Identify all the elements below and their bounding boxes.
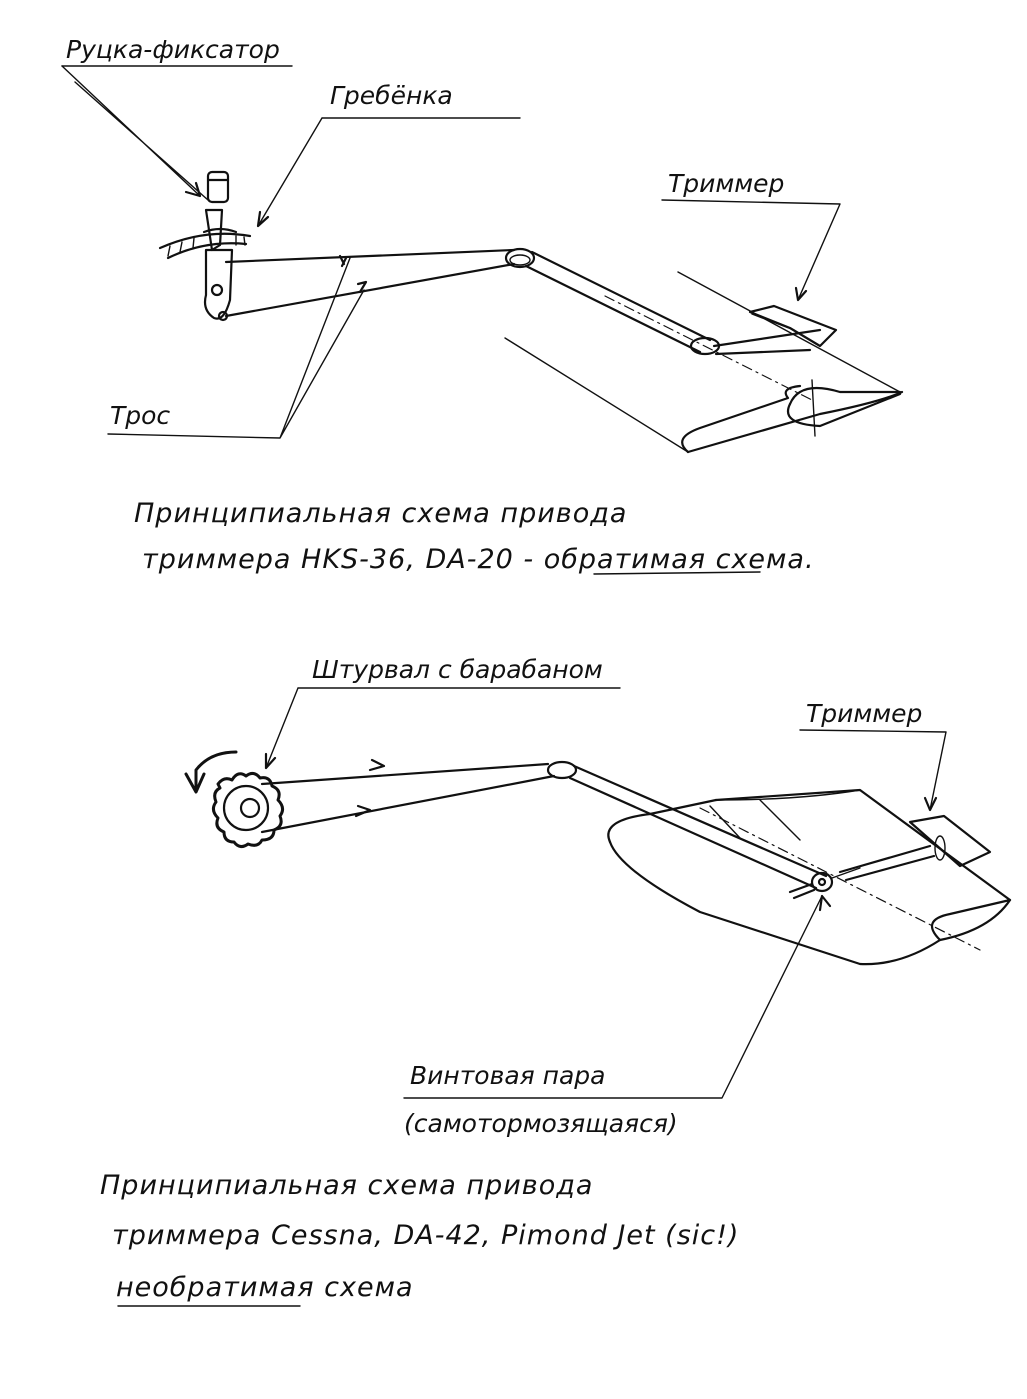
caption-2-line1: Принципиальная схема привода [100, 1170, 593, 1201]
cable-upper [224, 248, 516, 264]
leader-cable [107, 257, 365, 439]
caption-1-line1: Принципиальная схема привода [134, 498, 627, 529]
leader-trimmer-1 [661, 199, 841, 301]
trim-rod [712, 328, 822, 356]
label-wheel: Штурвал с барабаном [312, 655, 603, 684]
cable-run [524, 250, 712, 354]
arrowhead-comb [256, 210, 270, 228]
caption-2-underlined: необратимая [116, 1272, 315, 1303]
cable-arrow-3 [368, 758, 386, 772]
label-cable: Трос [110, 401, 170, 430]
cable-arrow-2 [356, 280, 368, 294]
cable-lower [224, 262, 516, 318]
label-trimmer-2: Триммер [806, 699, 922, 728]
caption-1-underlined: обратимая [544, 544, 706, 575]
arrowhead-wheel [264, 752, 277, 770]
underline-reversible [593, 571, 761, 575]
trim-tab-2 [908, 814, 992, 868]
caption-1-line2: триммера HKS-36, DA-20 - обратимая схема… [142, 544, 815, 575]
stabilizer-outline-2 [607, 788, 1012, 966]
arrowhead-trimmer-2 [923, 796, 938, 812]
label-handle: Руцка-фиксатор [66, 35, 280, 64]
leader-wheel [265, 687, 621, 769]
pulley-1 [504, 247, 536, 269]
cable-run-2 [568, 764, 828, 890]
trim-tab-1 [748, 304, 838, 348]
diagram-reversible: Руцка-фиксатор Гребёнка [61, 35, 904, 575]
cable-lower-2 [260, 774, 556, 834]
trim-wheel-drum [211, 771, 285, 849]
arrowhead-screw-pair [818, 894, 832, 912]
label-screw-pair-note: (самотормозящаяся) [404, 1109, 678, 1138]
caption-2-line2: триммера Cessna, DA-42, Pimond Jet (sic!… [112, 1220, 739, 1251]
arrowhead-handle [184, 181, 202, 198]
diagram-irreversible: Штурвал с барабаном [100, 655, 1012, 1307]
stabilizer-outline [504, 271, 904, 454]
leader-handle [61, 65, 209, 201]
label-trimmer-1: Триммер [668, 169, 784, 198]
cable-arrow-4 [354, 804, 372, 818]
leader-trimmer-2 [799, 729, 947, 811]
label-comb: Гребёнка [330, 81, 453, 110]
rotation-arrow [194, 750, 238, 792]
arrowhead-trimmer-1 [794, 286, 808, 302]
trim-rod-2 [838, 844, 936, 882]
comb-sector [158, 232, 252, 260]
pulley-3 [546, 760, 578, 780]
caption-2-line3: необратимая схема [116, 1272, 414, 1303]
cable-arrow-1 [338, 254, 348, 268]
leader-comb [257, 117, 521, 227]
screw-pair [788, 867, 861, 900]
label-screw-pair: Винтовая пара [410, 1061, 606, 1090]
leader-screw-pair [403, 895, 823, 1099]
cable-upper-2 [260, 762, 550, 786]
